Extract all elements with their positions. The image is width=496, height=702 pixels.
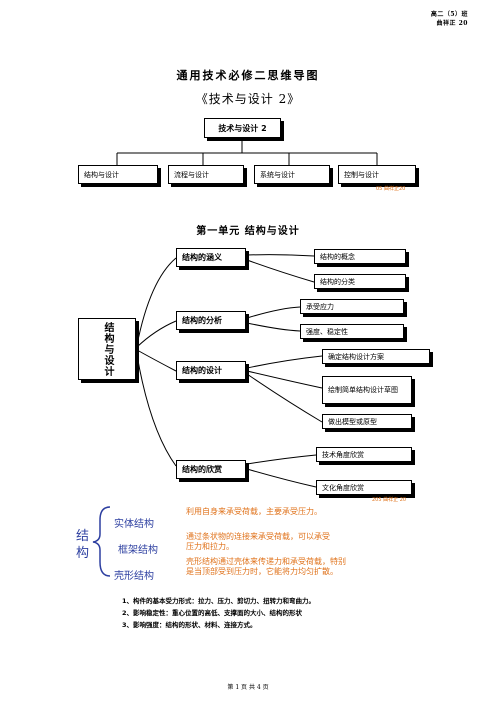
desc-solid: 利用自身来承受荷载，主要承受压力。: [186, 507, 322, 516]
top-child-control: 控制与设计: [338, 165, 416, 184]
note-item: 3、影响强度：结构的形状、材料、连接方式。: [122, 621, 257, 629]
branch-design: 结构的设计: [176, 361, 246, 380]
unit1-root-label: 结构与设计: [102, 321, 113, 377]
branch-analysis: 结构的分析: [176, 311, 246, 330]
leaf-design-plan: 确定结构设计方案: [322, 349, 430, 364]
top-child-structure: 结构与设计: [78, 165, 158, 184]
leaf-culture-appreciation: 文化角度欣赏: [316, 480, 412, 495]
class-line: 高二（5）班: [430, 11, 468, 18]
page-title: 通用技术必修二思维导图: [176, 69, 320, 82]
type-frame: 框架结构: [118, 545, 158, 556]
top-root-box: 技术与设计 2: [204, 118, 281, 138]
unit1-title: 第一单元 结构与设计: [196, 226, 300, 237]
top-child-process: 流程与设计: [168, 165, 244, 184]
unit1-root-box: 结构与设计: [78, 318, 136, 380]
note-item: 1、构件的基本受力形式：拉力、压力、剪切力、扭转力和弯曲力。: [122, 597, 316, 605]
page-footer: 第 1 页 共 4 页: [227, 684, 269, 691]
desc-frame: 通过条状物的连接来承受荷载，可以承受压力和拉力。: [186, 532, 330, 551]
notes-list: 1、构件的基本受力形式：拉力、压力、剪切力、扭转力和弯曲力。 2、影响稳定性：重…: [122, 595, 315, 631]
top-child-system: 系统与设计: [254, 165, 330, 184]
desc-shell: 壳形结构通过壳体来传递力和承受荷载，特别是当顶部受到压力时，它能将力均匀扩散。: [186, 557, 346, 576]
type-solid: 实体结构: [114, 519, 154, 530]
leaf-model: 做出模型或原型: [322, 414, 412, 429]
branch-meaning: 结构的涵义: [176, 248, 246, 267]
leaf-tech-appreciation: 技术角度欣赏: [316, 447, 412, 462]
name-line: 曲祥正 20: [436, 20, 468, 27]
unit1-watermark: 205 曲祥正 20: [372, 497, 407, 503]
leaf-sketch: 绘制简单结构设计草图: [322, 376, 412, 404]
leaf-stress: 承受应力: [300, 299, 404, 314]
type-shell: 壳形结构: [114, 571, 154, 582]
page-subtitle: 《技术与设计 2》: [195, 92, 301, 106]
structure-label: 结构: [76, 529, 90, 561]
leaf-strength-stability: 强度、稳定性: [300, 324, 404, 339]
branch-appreciation: 结构的欣赏: [176, 460, 246, 479]
top-watermark: 05 曲祥正20: [376, 186, 406, 192]
class-label: 高二（5）班 曲祥正 20: [431, 10, 468, 28]
leaf-classification: 结构的分类: [314, 274, 406, 289]
note-item: 2、影响稳定性：重心位置的高低、支撑面的大小、结构的形状: [122, 609, 303, 617]
leaf-concept: 结构的概念: [314, 249, 406, 264]
